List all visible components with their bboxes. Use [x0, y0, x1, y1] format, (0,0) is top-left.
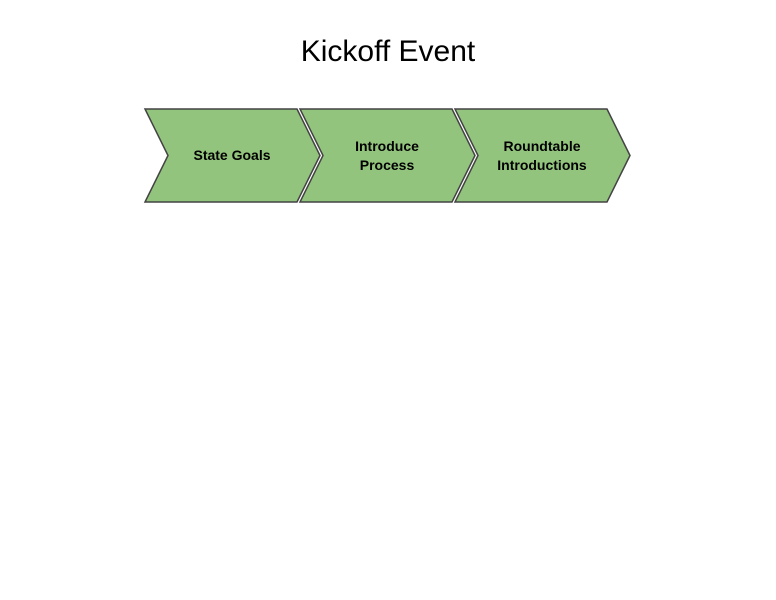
chevron-shape-introduce-process	[298, 108, 476, 203]
process-chevron-diagram: State Goals Introduce Process Roundtable…	[143, 108, 631, 203]
chevron-shapes-layer	[143, 108, 631, 203]
chevron-shape-roundtable-introductions	[453, 108, 631, 203]
page-title: Kickoff Event	[300, 35, 476, 68]
chevron-shape-state-goals	[143, 108, 321, 203]
